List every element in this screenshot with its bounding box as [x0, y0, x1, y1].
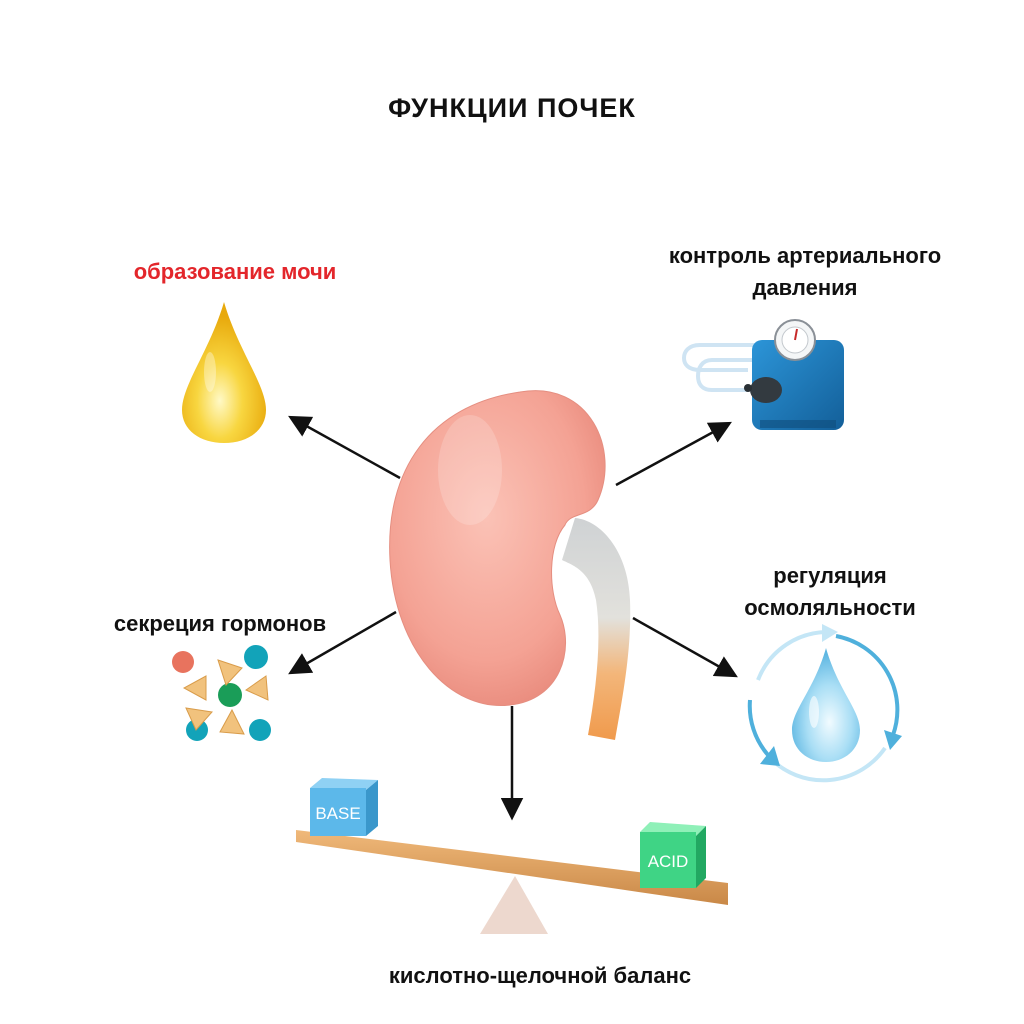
blood-pressure-label-line2: давления	[752, 275, 858, 300]
kidney-highlight	[438, 415, 502, 525]
blood-pressure-label: контроль артериального давления	[640, 240, 970, 304]
acid-cube: ACID	[640, 822, 706, 888]
acid-base-balance-label: кислотно-щелочной баланс	[388, 963, 692, 988]
arrow-to-osmolality	[632, 616, 738, 678]
osmolality-label-line1: регуляция	[773, 563, 887, 588]
kidney	[389, 390, 606, 707]
hormone-secretion-label: секреция гормонов	[113, 611, 327, 636]
blood-pressure-label-line1: контроль артериального	[668, 243, 942, 268]
arrow-to-blood-pressure	[615, 421, 732, 487]
urine-formation-label: образование мочи	[133, 259, 337, 284]
acid-base-seesaw-icon: BASE ACID	[296, 778, 728, 934]
base-cube-label: BASE	[315, 804, 360, 823]
arrow-to-hormones	[288, 610, 397, 675]
acid-cube-label: ACID	[648, 852, 689, 871]
hormone-molecules-icon	[172, 645, 271, 741]
base-cube: BASE	[310, 778, 378, 836]
arrows	[288, 415, 738, 821]
page-title: ФУНКЦИИ ПОЧЕК	[388, 93, 636, 123]
osmolality-label-line2: осмоляльности	[744, 595, 916, 620]
ureter	[562, 518, 631, 740]
arrow-to-urine	[288, 415, 401, 480]
tonometer-icon	[681, 319, 844, 430]
osmolality-label: регуляция осмоляльности	[700, 560, 960, 624]
osmolality-icon	[747, 624, 902, 783]
urine-drop-icon	[182, 302, 266, 443]
